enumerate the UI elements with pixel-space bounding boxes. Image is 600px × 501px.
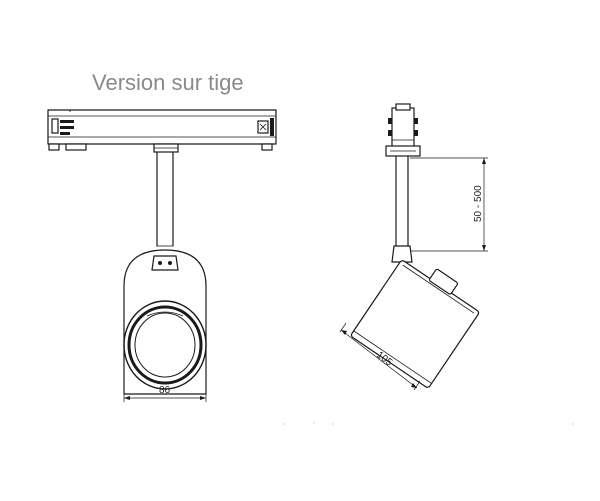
front-view: 86 <box>47 109 277 402</box>
stem-side <box>391 155 413 263</box>
height-dimension-label: 50 - 500 <box>473 185 484 222</box>
spot-body-side <box>350 260 480 388</box>
track-adapter-side <box>385 103 421 157</box>
height-dimension: 50 - 500 <box>410 157 488 252</box>
width-dimension-label: 86 <box>159 385 171 396</box>
side-view: 50 - 500 105 <box>339 103 488 391</box>
stem <box>156 151 174 247</box>
spot-body-front <box>123 249 207 395</box>
width-dimension: 86 <box>123 385 207 402</box>
drawing-title: Version sur tige <box>92 70 244 95</box>
bottom-marks <box>283 422 574 425</box>
